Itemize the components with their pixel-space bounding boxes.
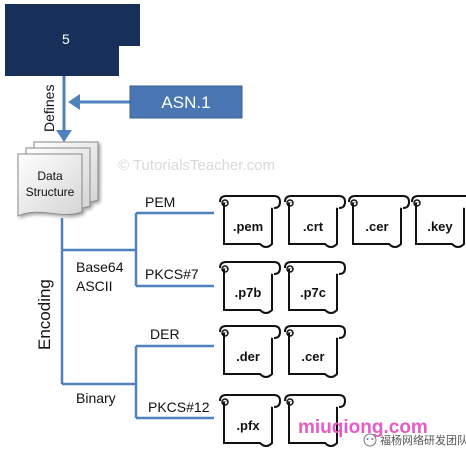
top-box: 5 <box>5 4 140 76</box>
defines-arrow <box>56 76 72 142</box>
file-scrolls: .pem .crt .cer .key .p7b .p7c .der .cer .pfx <box>219 195 466 447</box>
file-scroll-pkcs12-1 <box>284 394 347 447</box>
file-extension-label: .crt <box>303 219 324 234</box>
file-scroll-der-1: .cer <box>284 325 347 378</box>
binary-label: Binary <box>76 390 116 406</box>
encoding-tree-lines <box>60 211 214 420</box>
base64-label: Base64 <box>76 259 124 275</box>
asn-arrow <box>68 94 130 110</box>
file-extension-label: .key <box>427 219 453 234</box>
der-label: DER <box>150 326 180 342</box>
data-structure-icon <box>17 141 99 217</box>
file-extension-label: .der <box>236 349 260 364</box>
defines-label: Defines <box>41 85 57 132</box>
file-extension-label: .pfx <box>236 418 260 433</box>
asn-box-label: ASN.1 <box>161 93 210 112</box>
data-structure-line1: Data <box>37 169 63 183</box>
file-scroll-pkcs7-1: .p7c <box>284 261 347 314</box>
asn-box: ASN.1 <box>129 85 243 119</box>
tutorials-watermark: © TutorialsTeacher.com <box>118 157 275 174</box>
file-scroll-pkcs12-0: .pfx <box>219 394 282 447</box>
file-scroll-pem-3: .key <box>411 195 466 248</box>
data-structure-line2: Structure <box>26 185 75 199</box>
file-scroll-pem-2: .cer <box>348 195 411 248</box>
file-scroll-pem-1: .crt <box>284 195 347 248</box>
file-extension-label: .cer <box>365 219 388 234</box>
pkcs7-label: PKCS#7 <box>145 266 199 282</box>
wechat-watermark: 福杨网络研发团队 <box>380 433 466 447</box>
file-extension-label: .cer <box>301 349 324 364</box>
file-scroll-der-0: .der <box>219 325 282 378</box>
ascii-label: ASCII <box>76 278 113 294</box>
file-extension-label: .pem <box>233 219 263 234</box>
file-scroll-pem-0: .pem <box>219 195 282 248</box>
file-extension-label: .p7c <box>300 285 326 300</box>
pkcs12-label: PKCS#12 <box>148 399 210 415</box>
wechat-icon <box>363 433 377 447</box>
file-scroll-pkcs7-0: .p7b <box>219 261 282 314</box>
file-extension-label: .p7b <box>235 285 262 300</box>
top-box-label: 5 <box>62 31 70 47</box>
encoding-label: Encoding <box>35 279 54 350</box>
site-watermark: miuqiong.com <box>298 417 428 438</box>
pem-label: PEM <box>145 194 175 210</box>
